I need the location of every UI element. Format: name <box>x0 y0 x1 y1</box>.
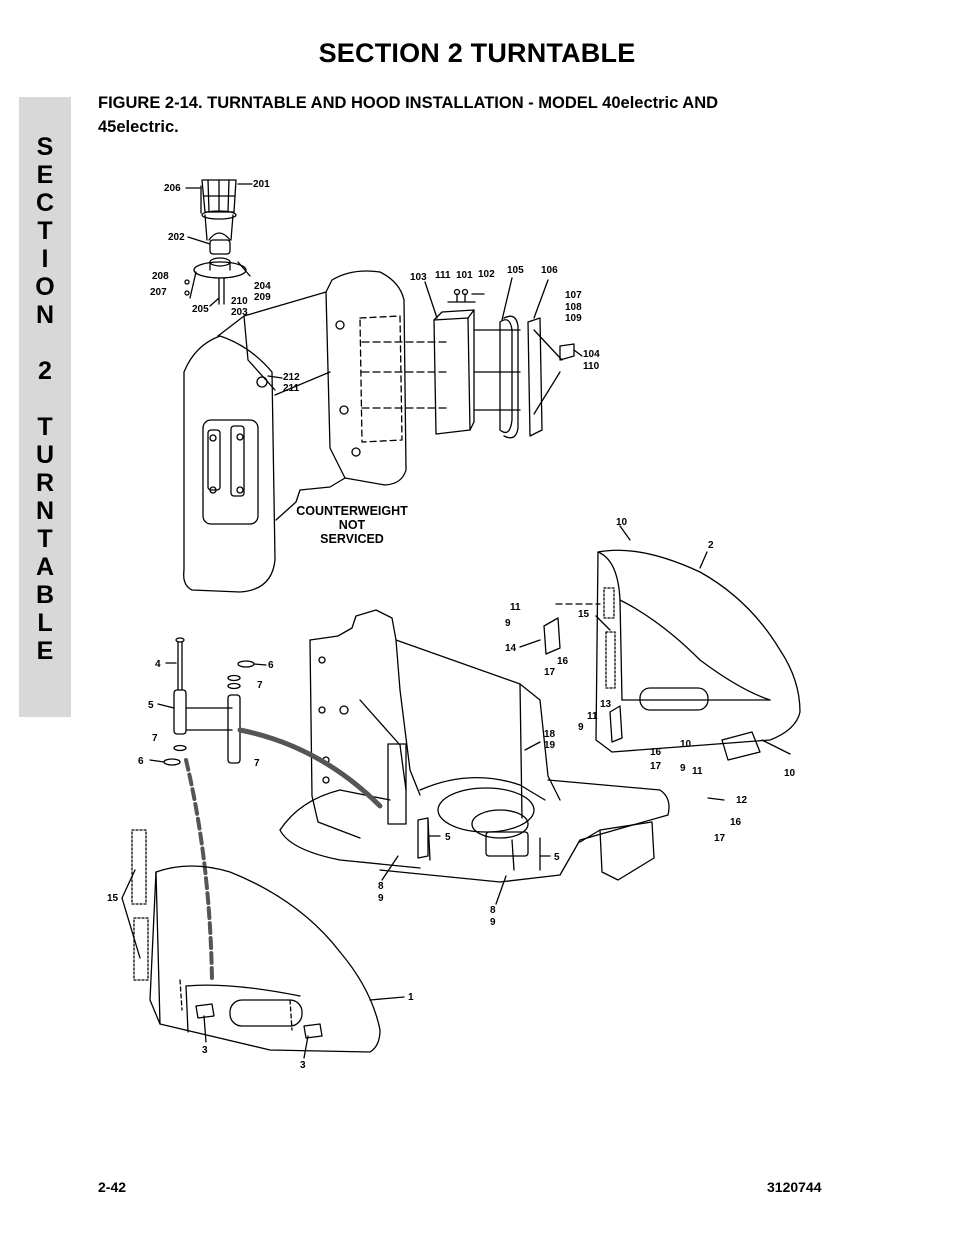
callout-10: 10 <box>680 739 692 750</box>
right-hood <box>543 549 801 761</box>
callout-7: 7 <box>152 733 158 744</box>
callout-102: 102 <box>478 269 495 280</box>
callout-16: 16 <box>650 747 662 758</box>
side-tab-letter: T <box>37 525 53 553</box>
callout-101: 101 <box>456 270 473 281</box>
side-tab-letter: C <box>35 189 55 217</box>
callout-205: 205 <box>192 304 209 315</box>
callout-17: 17 <box>714 833 726 844</box>
callout-17: 17 <box>544 667 556 678</box>
hood-panel-fasteners <box>361 288 575 439</box>
callout-6: 6 <box>268 660 274 671</box>
callout-17: 17 <box>650 761 662 772</box>
callout-9: 9 <box>490 917 496 928</box>
counterweight <box>183 270 407 593</box>
side-tab-letter: 2 <box>38 357 52 385</box>
callout-6: 6 <box>138 756 144 767</box>
document-number: 3120744 <box>767 1179 822 1195</box>
callout-106: 106 <box>541 265 558 276</box>
callout-111: 111 <box>435 270 451 281</box>
callout-3: 3 <box>300 1060 306 1071</box>
side-tab-letter: E <box>36 161 54 189</box>
figure-caption-line-1: FIGURE 2-14. TURNTABLE AND HOOD INSTALLA… <box>98 94 719 112</box>
counterweight-note-line-1: COUNTERWEIGHT <box>296 504 408 518</box>
counterweight-note-line-2: NOT <box>339 518 366 532</box>
callout-204: 204 <box>254 281 271 292</box>
counterweight-note-line-3: SERVICED <box>320 532 384 546</box>
callout-5: 5 <box>554 852 560 863</box>
callout-105: 105 <box>507 265 524 276</box>
callout-104: 104 <box>583 349 600 360</box>
figure-caption-line-2: 45electric. <box>98 118 179 136</box>
callout-14: 14 <box>505 643 517 654</box>
side-tab-letter: S <box>36 133 54 161</box>
hinge-pin-assembly <box>163 637 383 982</box>
callout-2: 2 <box>708 540 714 551</box>
turntable-frame <box>279 609 670 883</box>
callout-13: 13 <box>600 699 612 710</box>
callout-108: 108 <box>565 302 582 313</box>
callout-109: 109 <box>565 313 582 324</box>
callout-1: 1 <box>408 992 414 1003</box>
side-tab-letter: T <box>37 413 53 441</box>
side-tab-letter: N <box>35 301 55 329</box>
callout-19: 19 <box>544 740 556 751</box>
side-tab-letter: L <box>37 609 53 637</box>
callout-10: 10 <box>616 517 628 528</box>
callout-5: 5 <box>445 832 451 843</box>
callout-107: 107 <box>565 290 582 301</box>
callout-210: 210 <box>231 296 248 307</box>
side-tab-letter: O <box>35 273 55 301</box>
callout-11: 11 <box>587 711 598 722</box>
part-callouts: 206 201 202 208 207 204 209 205 210 203 … <box>107 179 796 1071</box>
callout-202: 202 <box>168 232 185 243</box>
callout-211: 211 <box>283 383 300 394</box>
callout-15: 15 <box>107 893 119 904</box>
callout-7: 7 <box>257 680 263 691</box>
callout-9: 9 <box>680 763 686 774</box>
callout-12: 12 <box>736 795 748 806</box>
side-tab-letter: R <box>35 469 55 497</box>
callout-18: 18 <box>544 729 556 740</box>
side-tab-letter: E <box>36 637 54 665</box>
side-tab-letter: I <box>41 245 49 273</box>
callout-7: 7 <box>254 758 260 769</box>
callout-9: 9 <box>378 893 384 904</box>
callout-212: 212 <box>283 372 300 383</box>
callout-leader-lines <box>121 183 791 1059</box>
callout-9: 9 <box>578 722 584 733</box>
left-hood <box>131 829 381 1053</box>
callout-3: 3 <box>202 1045 208 1056</box>
page-number: 2-42 <box>98 1179 127 1195</box>
side-tab-letter: U <box>35 441 55 469</box>
callout-15: 15 <box>578 609 590 620</box>
callout-8: 8 <box>378 881 384 892</box>
callout-10: 10 <box>784 768 796 779</box>
callout-5: 5 <box>148 700 154 711</box>
callout-207: 207 <box>150 287 167 298</box>
side-tab-letter: A <box>35 553 55 581</box>
callout-11: 11 <box>692 766 703 777</box>
callout-208: 208 <box>152 271 169 282</box>
callout-8: 8 <box>490 905 496 916</box>
callout-209: 209 <box>254 292 271 303</box>
callout-16: 16 <box>730 817 742 828</box>
callout-11: 11 <box>510 602 521 613</box>
section-title: SECTION 2 TURNTABLE <box>318 38 636 68</box>
callout-9: 9 <box>505 618 511 629</box>
section-side-tab: S E C T I O N 2 T U R N T A B L E <box>19 97 71 717</box>
callout-16: 16 <box>557 656 569 667</box>
side-tab-letter: N <box>35 497 55 525</box>
callout-203: 203 <box>231 307 248 318</box>
figure-caption: FIGURE 2-14. TURNTABLE AND HOOD INSTALLA… <box>98 91 828 139</box>
side-tab-letter: T <box>37 217 53 245</box>
callout-4: 4 <box>155 659 161 670</box>
callout-103: 103 <box>410 272 427 283</box>
callout-206: 206 <box>164 183 181 194</box>
side-tab-letter: B <box>35 581 55 609</box>
callout-110: 110 <box>583 361 600 372</box>
callout-201: 201 <box>253 179 270 190</box>
beacon-light-assembly <box>184 179 251 305</box>
